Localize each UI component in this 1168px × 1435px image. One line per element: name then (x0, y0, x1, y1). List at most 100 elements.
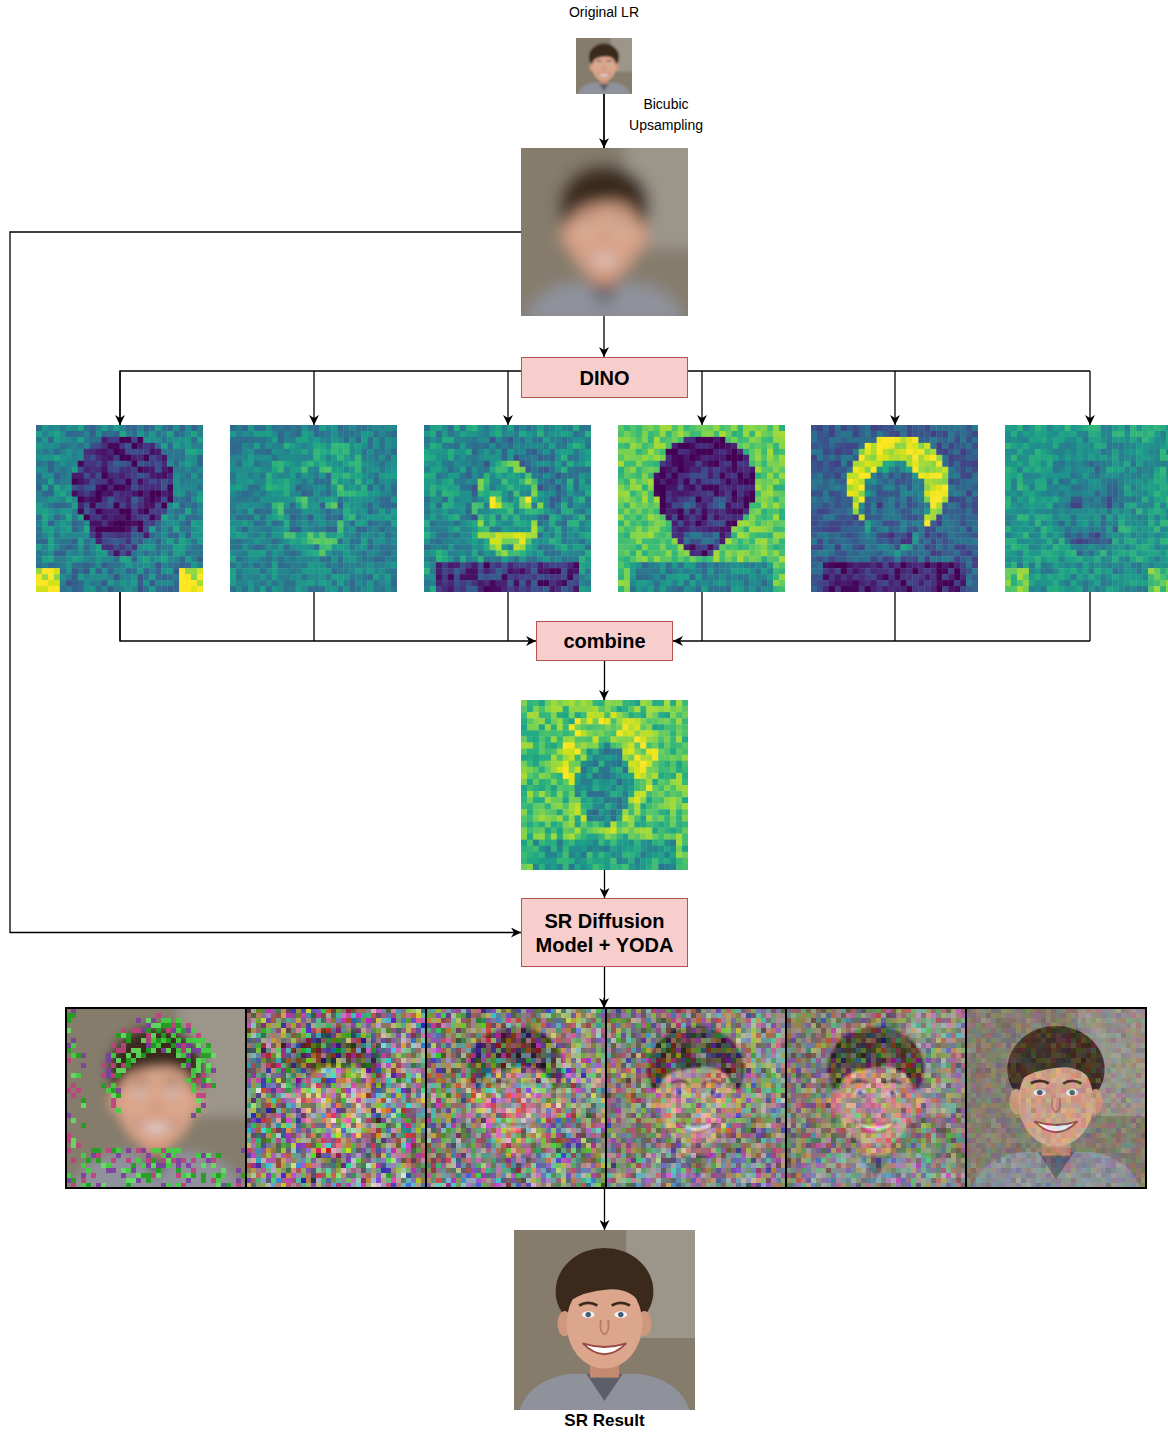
feature-cell (48, 425, 54, 431)
feature-cell (78, 443, 84, 449)
feature-cell (490, 473, 496, 479)
feature-cell (314, 503, 320, 509)
feature-cell (349, 455, 355, 461)
feature-cell (361, 425, 367, 431)
feature-cell (367, 509, 373, 515)
feature-cell (102, 574, 108, 580)
feature-cell (173, 479, 179, 485)
feature-cell (260, 544, 266, 550)
feature-cell (319, 467, 325, 473)
feature-cell (296, 532, 302, 538)
feature-cell (72, 449, 78, 455)
feature-cell (385, 485, 391, 491)
feature-cell (230, 443, 236, 449)
feature-cell (302, 550, 308, 556)
feature-cell (502, 467, 508, 473)
feature-cell (319, 425, 325, 431)
feature-cell (60, 461, 66, 467)
feature-cell (36, 538, 42, 544)
feature-cell (290, 586, 296, 592)
feature-cell (242, 455, 248, 461)
feature-cell (149, 437, 155, 443)
feature-cell (260, 509, 266, 515)
feature-cell (179, 473, 185, 479)
feature-cell (537, 437, 543, 443)
feature-cell (379, 574, 385, 580)
feature-cell (349, 520, 355, 526)
feature-cell (484, 455, 490, 461)
feature-cell (120, 520, 126, 526)
feature-cell (230, 532, 236, 538)
branch-line (507, 371, 508, 425)
feature-cell (36, 568, 42, 574)
feature-cell (254, 431, 260, 437)
feature-cell (284, 556, 290, 562)
feature-cell (191, 526, 197, 532)
feature-cell (278, 568, 284, 574)
feature-cell (373, 514, 379, 520)
feature-cell (254, 479, 260, 485)
feature-cell (296, 455, 302, 461)
feature-cell (66, 538, 72, 544)
feature-cell (555, 431, 561, 437)
feature-cell (296, 544, 302, 550)
feature-cell (236, 514, 242, 520)
feature-cell (319, 526, 325, 532)
feature-cell (78, 479, 84, 485)
feature-cell (179, 586, 185, 592)
feature-cell (96, 491, 102, 497)
feature-cell (84, 538, 90, 544)
feature-cell (478, 455, 484, 461)
feature-cell (355, 437, 361, 443)
branch-line (119, 371, 120, 425)
feature-cell (537, 431, 543, 437)
feature-cell (573, 443, 579, 449)
feature-cell (278, 562, 284, 568)
feature-cell (331, 562, 337, 568)
feature-cell (349, 479, 355, 485)
feature-cell (236, 532, 242, 538)
feature-cell (131, 580, 137, 586)
feature-cell (508, 497, 514, 503)
arrow-into-image (603, 998, 604, 1008)
feature-cell (248, 473, 254, 479)
feature-cell (108, 550, 114, 556)
feature-cell (302, 526, 308, 532)
feature-cell (131, 467, 137, 473)
feature-cell (319, 497, 325, 503)
merge-line (507, 592, 508, 641)
feature-cell (391, 425, 397, 431)
feature-cell (460, 455, 466, 461)
feature-cell (296, 437, 302, 443)
feature-cell (66, 431, 72, 437)
feature-cell (448, 455, 454, 461)
feature-cell (242, 586, 248, 592)
feature-cell (72, 574, 78, 580)
feature-cell (290, 526, 296, 532)
feature-cell (302, 449, 308, 455)
feature-cell (349, 526, 355, 532)
feature-cell (466, 485, 472, 491)
feature-cell (72, 437, 78, 443)
feature-cell (78, 574, 84, 580)
feature-cell (155, 568, 161, 574)
feature-cell (179, 538, 185, 544)
feature-cell (537, 491, 543, 497)
feature-cell (555, 473, 561, 479)
feature-cell (36, 467, 42, 473)
feature-cell (155, 461, 161, 467)
feature-cell (430, 497, 436, 503)
feature-cell (555, 437, 561, 443)
feature-cell (36, 497, 42, 503)
feature-cell (260, 520, 266, 526)
feature-cell (179, 497, 185, 503)
feature-cell (248, 449, 254, 455)
feature-cell (302, 443, 308, 449)
feature-cell (513, 491, 519, 497)
feature-cell (296, 491, 302, 497)
feature-cell (66, 580, 72, 586)
feature-cell (436, 479, 442, 485)
feature-cell (367, 503, 373, 509)
feature-cell (120, 580, 126, 586)
feature-cell (436, 443, 442, 449)
